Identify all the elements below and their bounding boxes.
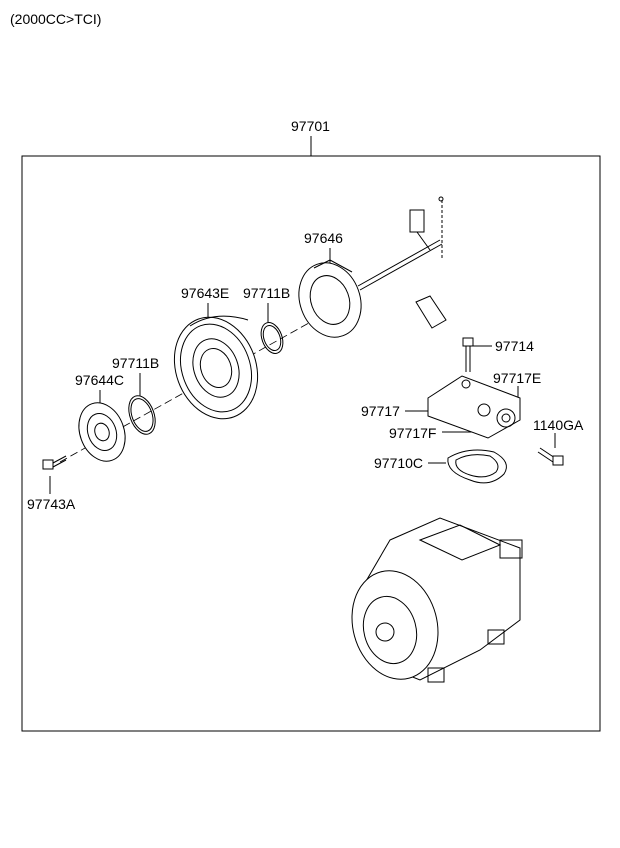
pulley-97643E (173, 315, 259, 420)
snap-ring-97711B-lower (128, 395, 156, 435)
variant-header: (2000CC>TCI) (10, 11, 102, 27)
part-label-97717E[interactable]: 97717E (493, 370, 542, 386)
compressor-body (351, 517, 523, 683)
clutch-hub-97644C (78, 402, 126, 462)
part-label-97710C[interactable]: 97710C (374, 455, 424, 471)
bolt-97714 (462, 337, 474, 372)
part-label-1140GA[interactable]: 1140GA (533, 417, 584, 433)
part-label-97714[interactable]: 97714 (495, 338, 534, 354)
part-label-97717[interactable]: 97717 (361, 403, 400, 419)
part-label-97646[interactable]: 97646 (304, 230, 343, 246)
part-label-97717F[interactable]: 97717F (389, 425, 437, 441)
gasket-97710C (447, 449, 507, 484)
part-label-97711B-lower[interactable]: 97711B (112, 355, 160, 371)
part-label-97743A[interactable]: 97743A (27, 496, 76, 512)
part-label-97644C[interactable]: 97644C (75, 372, 125, 388)
bolt-1140GA (537, 447, 564, 466)
field-coil-97646 (298, 196, 447, 338)
part-label-97711B-upper[interactable]: 97711B (243, 285, 291, 301)
snap-ring-97711B-upper (260, 322, 284, 354)
bolt-97743A (42, 455, 67, 470)
valve-plate-97717 (427, 375, 521, 439)
part-label-97701[interactable]: 97701 (291, 118, 330, 134)
part-label-97643E[interactable]: 97643E (181, 285, 230, 301)
